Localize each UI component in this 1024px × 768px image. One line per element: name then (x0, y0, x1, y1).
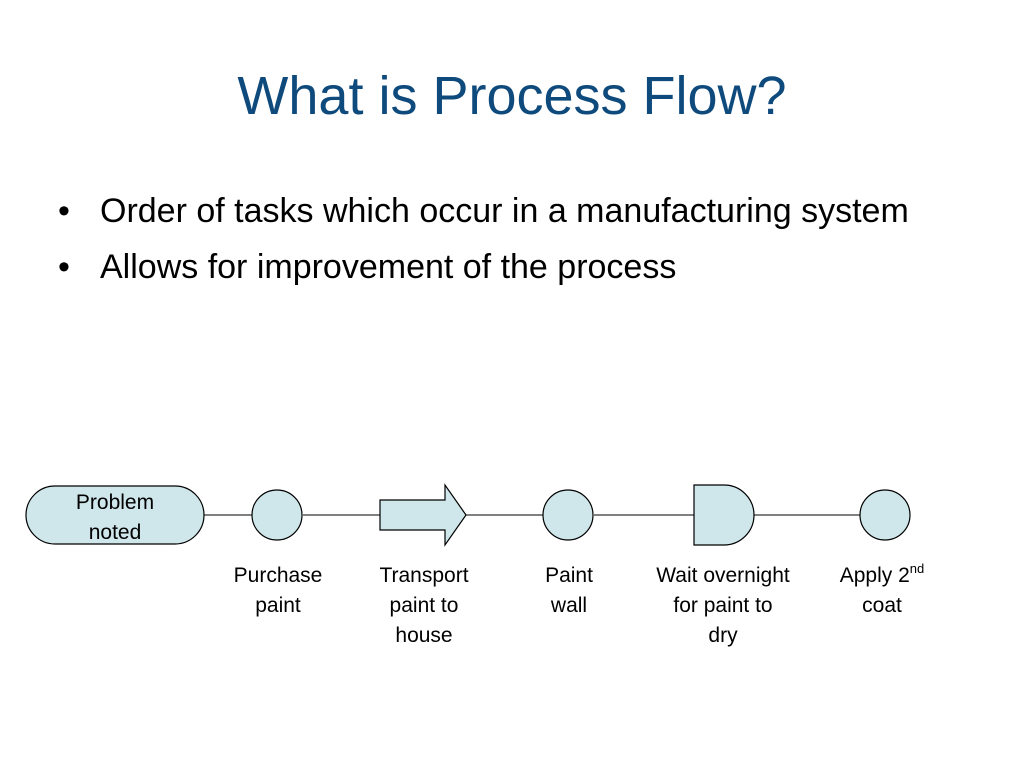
caption-line: wall (550, 594, 588, 617)
caption-superscript: nd (909, 561, 925, 576)
caption-line: paint to (389, 594, 459, 617)
bullet-icon: • (58, 192, 70, 230)
transport-arrow-shape (379, 483, 467, 547)
caption-line: paint (255, 594, 301, 617)
caption-line: Purchase (233, 564, 323, 587)
bullet-item: • Allows for improvement of the process (58, 244, 958, 290)
bullet-list: • Order of tasks which occur in a manufa… (58, 188, 958, 300)
delay-d-shape (693, 484, 755, 546)
caption-line: Paint (545, 564, 593, 587)
start-terminal-shape (25, 485, 205, 545)
slide-title: What is Process Flow? (237, 66, 787, 126)
bullet-text: Allows for improvement of the process (100, 248, 677, 286)
caption-line: dry (708, 624, 738, 647)
operation-circle-apply (859, 489, 911, 541)
step-caption-transport: Transport paint to house (355, 561, 493, 651)
step-caption-wait: Wait overnight for paint to dry (625, 561, 821, 651)
caption-text: Apply 2 (839, 564, 910, 587)
caption-line: coat (862, 594, 902, 617)
operation-circle-purchase (251, 489, 303, 541)
process-flow-diagram (25, 483, 911, 547)
caption-line: Wait overnight (656, 564, 790, 587)
bullet-text: Order of tasks which occur in a manufact… (100, 192, 909, 230)
bullet-icon: • (58, 248, 70, 286)
start-terminal-label: Problem noted (26, 488, 204, 548)
operation-circle-paint (542, 489, 594, 541)
caption-line: for paint to (673, 594, 773, 617)
caption-line: Transport (379, 564, 469, 587)
step-caption-paint: Paint wall (511, 561, 627, 621)
caption-line: Apply 2nd (812, 561, 952, 591)
caption-line: house (395, 624, 453, 647)
start-label-line: noted (88, 521, 142, 544)
bullet-item: • Order of tasks which occur in a manufa… (58, 188, 958, 234)
start-label-line: Problem (75, 491, 155, 514)
step-caption-apply: Apply 2nd coat (812, 561, 952, 621)
step-caption-purchase: Purchase paint (213, 561, 343, 621)
